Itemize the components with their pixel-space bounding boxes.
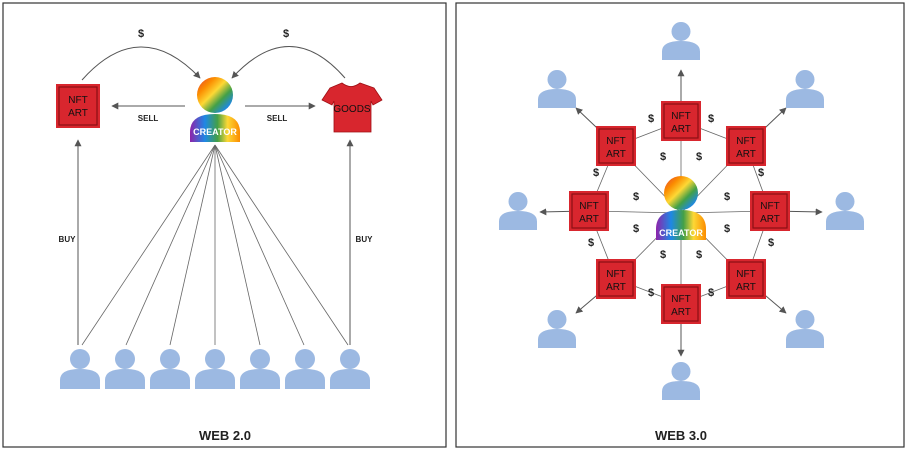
web3-nft-art-box: NFT ART — [569, 191, 609, 231]
web3-outward-arrow — [789, 208, 823, 216]
web2-creator: CREATOR — [190, 77, 240, 142]
web3-nft-art-box: NFT ART — [661, 284, 701, 324]
buyer-icon — [60, 349, 100, 389]
web2-sell-label-left: SELL — [138, 114, 159, 123]
web3-nft-line1: NFT — [606, 136, 625, 147]
web2-goods-label: GOODS — [333, 104, 371, 115]
web2-dollar-left: $ — [138, 28, 144, 40]
web2-buyers-row — [60, 349, 370, 389]
user-icon — [662, 361, 700, 400]
web2-money-arrow-left — [81, 46, 201, 81]
user-icon — [786, 69, 824, 108]
web3-nft-line1: NFT — [760, 201, 779, 212]
web3-title: WEB 3.0 — [655, 428, 707, 443]
web2-fan-lines — [81, 144, 349, 346]
user-icon — [538, 69, 576, 108]
web3-nft-art-box: NFT ART — [596, 259, 636, 299]
web2-nft-art-box: NFT ART — [56, 84, 100, 128]
web3-nft-art-box: NFT ART — [750, 191, 790, 231]
web2-buy-label-left: BUY — [59, 235, 77, 244]
buyer-icon — [330, 349, 370, 389]
web2-nft-line2: ART — [68, 108, 88, 119]
web3-nft-art-box: NFT ART — [726, 259, 766, 299]
web3-nft-line1: NFT — [671, 294, 690, 305]
user-icon — [499, 191, 537, 230]
web3-dollar-sign: $ — [588, 237, 594, 249]
user-icon — [662, 21, 700, 60]
web3-nft-line2: ART — [579, 214, 599, 225]
web3-dollar-sign: $ — [724, 191, 730, 203]
web3-nft-line2: ART — [671, 124, 691, 135]
web3-nft-line2: ART — [606, 282, 626, 293]
web3-nft-art-box: NFT ART — [726, 126, 766, 166]
web3-dollar-sign: $ — [696, 249, 702, 261]
web3-nft-art-box: NFT ART — [596, 126, 636, 166]
web3-dollar-sign: $ — [724, 223, 730, 235]
web2-sell-label-right: SELL — [267, 114, 288, 123]
buyer-icon — [150, 349, 190, 389]
web3-dollar-signs: $ $ $ $ $ $ $ $ $ $ $ $ $ $ $ $ — [588, 113, 774, 299]
web2-goods-shirt: GOODS — [321, 82, 383, 133]
web2-panel: $ $ SELL SELL NFT ART GOODS CREATOR — [2, 2, 447, 448]
web2-nft-line1: NFT — [68, 95, 87, 106]
web2-dollar-right: $ — [283, 28, 289, 40]
web3-dollar-sign: $ — [696, 151, 702, 163]
web3-nft-line2: ART — [760, 214, 780, 225]
web3-nft-art-box: NFT ART — [661, 101, 701, 141]
web3-nft-line1: NFT — [671, 111, 690, 122]
web3-creator: CREATOR — [656, 176, 706, 240]
buyer-icon — [195, 349, 235, 389]
web3-dollar-sign: $ — [633, 191, 639, 203]
web3-outward-arrow — [539, 208, 570, 216]
web3-dollar-sign: $ — [648, 287, 654, 299]
web3-network: $ $ $ $ $ $ $ $ $ $ $ $ $ $ $ $ NFT ART NFT ART NFT ART NFT ART… — [499, 21, 864, 400]
web3-nft-line2: ART — [736, 282, 756, 293]
web2-buy-label-right: BUY — [356, 235, 374, 244]
web3-nft-line2: ART — [606, 149, 626, 160]
web3-people — [499, 21, 864, 400]
user-icon — [538, 309, 576, 348]
web3-dollar-sign: $ — [708, 113, 714, 125]
web3-nft-line2: ART — [671, 307, 691, 318]
web3-dollar-sign: $ — [660, 151, 666, 163]
buyer-icon — [105, 349, 145, 389]
web2-money-arrow-right — [231, 46, 346, 79]
user-icon — [826, 191, 864, 230]
buyer-icon — [285, 349, 325, 389]
web3-nft-line1: NFT — [736, 269, 755, 280]
web2-title: WEB 2.0 — [199, 428, 251, 443]
web3-dollar-sign: $ — [633, 223, 639, 235]
web3-dollar-sign: $ — [708, 287, 714, 299]
web3-dollar-sign: $ — [593, 167, 599, 179]
web3-creator-label: CREATOR — [659, 228, 703, 238]
web3-nft-line1: NFT — [736, 136, 755, 147]
web3-nft-line1: NFT — [579, 201, 598, 212]
web3-dollar-sign: $ — [768, 237, 774, 249]
web3-dollar-sign: $ — [758, 167, 764, 179]
web3-panel: $ $ $ $ $ $ $ $ $ $ $ $ $ $ $ $ NFT ART NFT ART NFT ART NFT ART… — [455, 2, 905, 448]
buyer-icon — [240, 349, 280, 389]
web3-dollar-sign: $ — [648, 113, 654, 125]
web3-dollar-sign: $ — [660, 249, 666, 261]
web3-nft-line1: NFT — [606, 269, 625, 280]
web2-creator-label: CREATOR — [193, 127, 237, 137]
web3-nft-line2: ART — [736, 149, 756, 160]
user-icon — [786, 309, 824, 348]
